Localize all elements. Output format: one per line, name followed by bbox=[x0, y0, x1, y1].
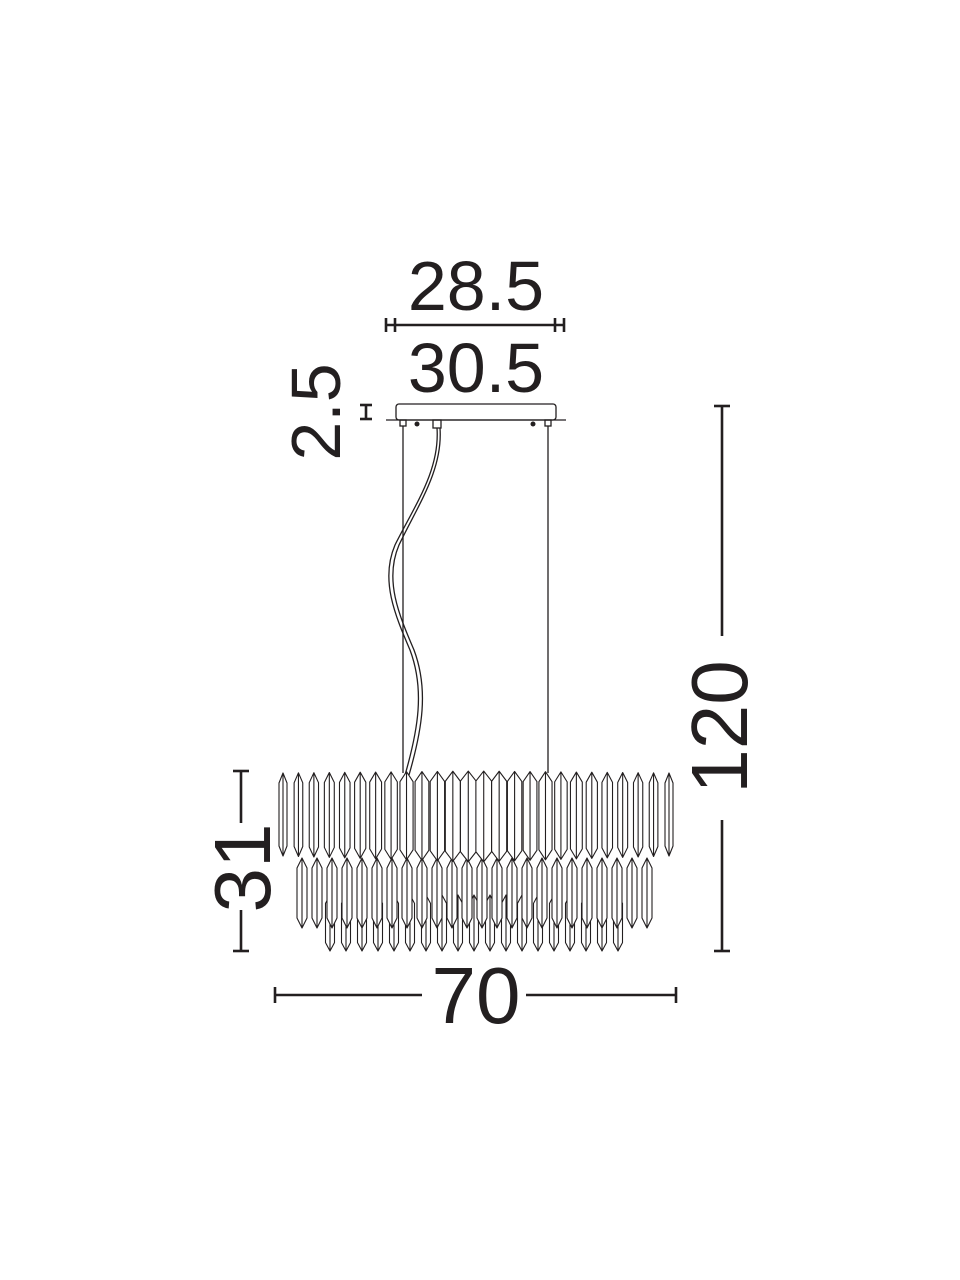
crystal-prism-top bbox=[354, 771, 367, 859]
crystal-prism-middle bbox=[311, 857, 323, 929]
body-width-dimension-line bbox=[273, 987, 678, 1003]
crystal-prism-top bbox=[491, 770, 508, 862]
crystal-prism-middle bbox=[521, 857, 533, 929]
body-width-label: 70 bbox=[432, 951, 521, 1040]
crystal-body bbox=[278, 770, 674, 952]
crystal-prism-middle bbox=[566, 857, 578, 929]
total-height-label: 120 bbox=[675, 660, 764, 793]
crystal-prism-middle bbox=[476, 857, 488, 929]
crystal-prism-middle bbox=[491, 857, 503, 929]
body-height-label: 31 bbox=[198, 824, 287, 913]
crystal-prism-top bbox=[569, 771, 583, 860]
ceiling-canopy bbox=[386, 403, 566, 429]
crystal-prism-top bbox=[444, 770, 461, 862]
body-height-dimension-line bbox=[233, 769, 249, 953]
canopy-height-dimension-line bbox=[360, 403, 372, 421]
canopy-inner-width-dimension-line bbox=[384, 318, 566, 332]
crystal-prism-middle bbox=[581, 857, 593, 929]
crystal-prism-middle bbox=[326, 857, 338, 929]
crystal-prism-top bbox=[506, 770, 523, 862]
canopy-height-label: 2.5 bbox=[277, 363, 355, 460]
crystal-prism-top bbox=[323, 771, 335, 858]
canopy-inner-width-label: 28.5 bbox=[408, 247, 544, 325]
crystal-prism-middle bbox=[341, 857, 353, 929]
crystal-prism-middle bbox=[461, 857, 473, 929]
crystal-prism-top bbox=[293, 772, 304, 858]
crystal-prism-middle bbox=[446, 857, 458, 929]
crystal-prism-top bbox=[475, 770, 493, 863]
crystal-prism-top bbox=[601, 771, 614, 859]
crystal-prism-top bbox=[414, 771, 430, 861]
crystal-prism-middle bbox=[596, 857, 608, 929]
canopy-width-label: 30.5 bbox=[408, 329, 544, 407]
crystal-prism-top bbox=[308, 772, 320, 858]
crystal-prism-top bbox=[664, 772, 674, 857]
crystal-prism-top bbox=[459, 770, 477, 863]
crystal-prism-middle bbox=[371, 857, 383, 929]
crystal-prism-middle bbox=[401, 857, 413, 929]
crystal-prism-top bbox=[585, 771, 598, 859]
crystal-prism-top bbox=[278, 772, 288, 857]
crystal-prism-middle bbox=[551, 857, 563, 929]
crystal-prism-top bbox=[384, 771, 398, 860]
crystal-prism-top bbox=[617, 771, 629, 858]
crystal-prism-top bbox=[429, 770, 446, 862]
crystal-prism-top bbox=[338, 771, 351, 859]
crystal-prism-top bbox=[538, 771, 553, 861]
suspension-cables bbox=[388, 426, 549, 776]
crystal-prism-middle bbox=[386, 857, 398, 929]
crystal-prism-middle bbox=[416, 857, 428, 929]
crystal-prism-top bbox=[648, 772, 659, 858]
crystal-prism-middle bbox=[611, 857, 623, 929]
total-height-dimension-line bbox=[714, 404, 730, 953]
crystal-prism-top bbox=[369, 771, 383, 860]
crystal-prism-middle bbox=[641, 857, 653, 929]
crystal-prism-middle bbox=[536, 857, 548, 929]
crystal-prism-middle bbox=[431, 857, 443, 929]
crystal-prism-middle bbox=[506, 857, 518, 929]
crystal-prism-top bbox=[632, 772, 644, 858]
crystal-prism-middle bbox=[626, 857, 638, 929]
crystal-prism-middle bbox=[356, 857, 368, 929]
crystal-prism-top bbox=[522, 771, 538, 861]
crystal-prism-top bbox=[554, 771, 568, 860]
crystal-prism-top bbox=[399, 771, 414, 861]
crystal-prism-middle bbox=[296, 857, 308, 929]
